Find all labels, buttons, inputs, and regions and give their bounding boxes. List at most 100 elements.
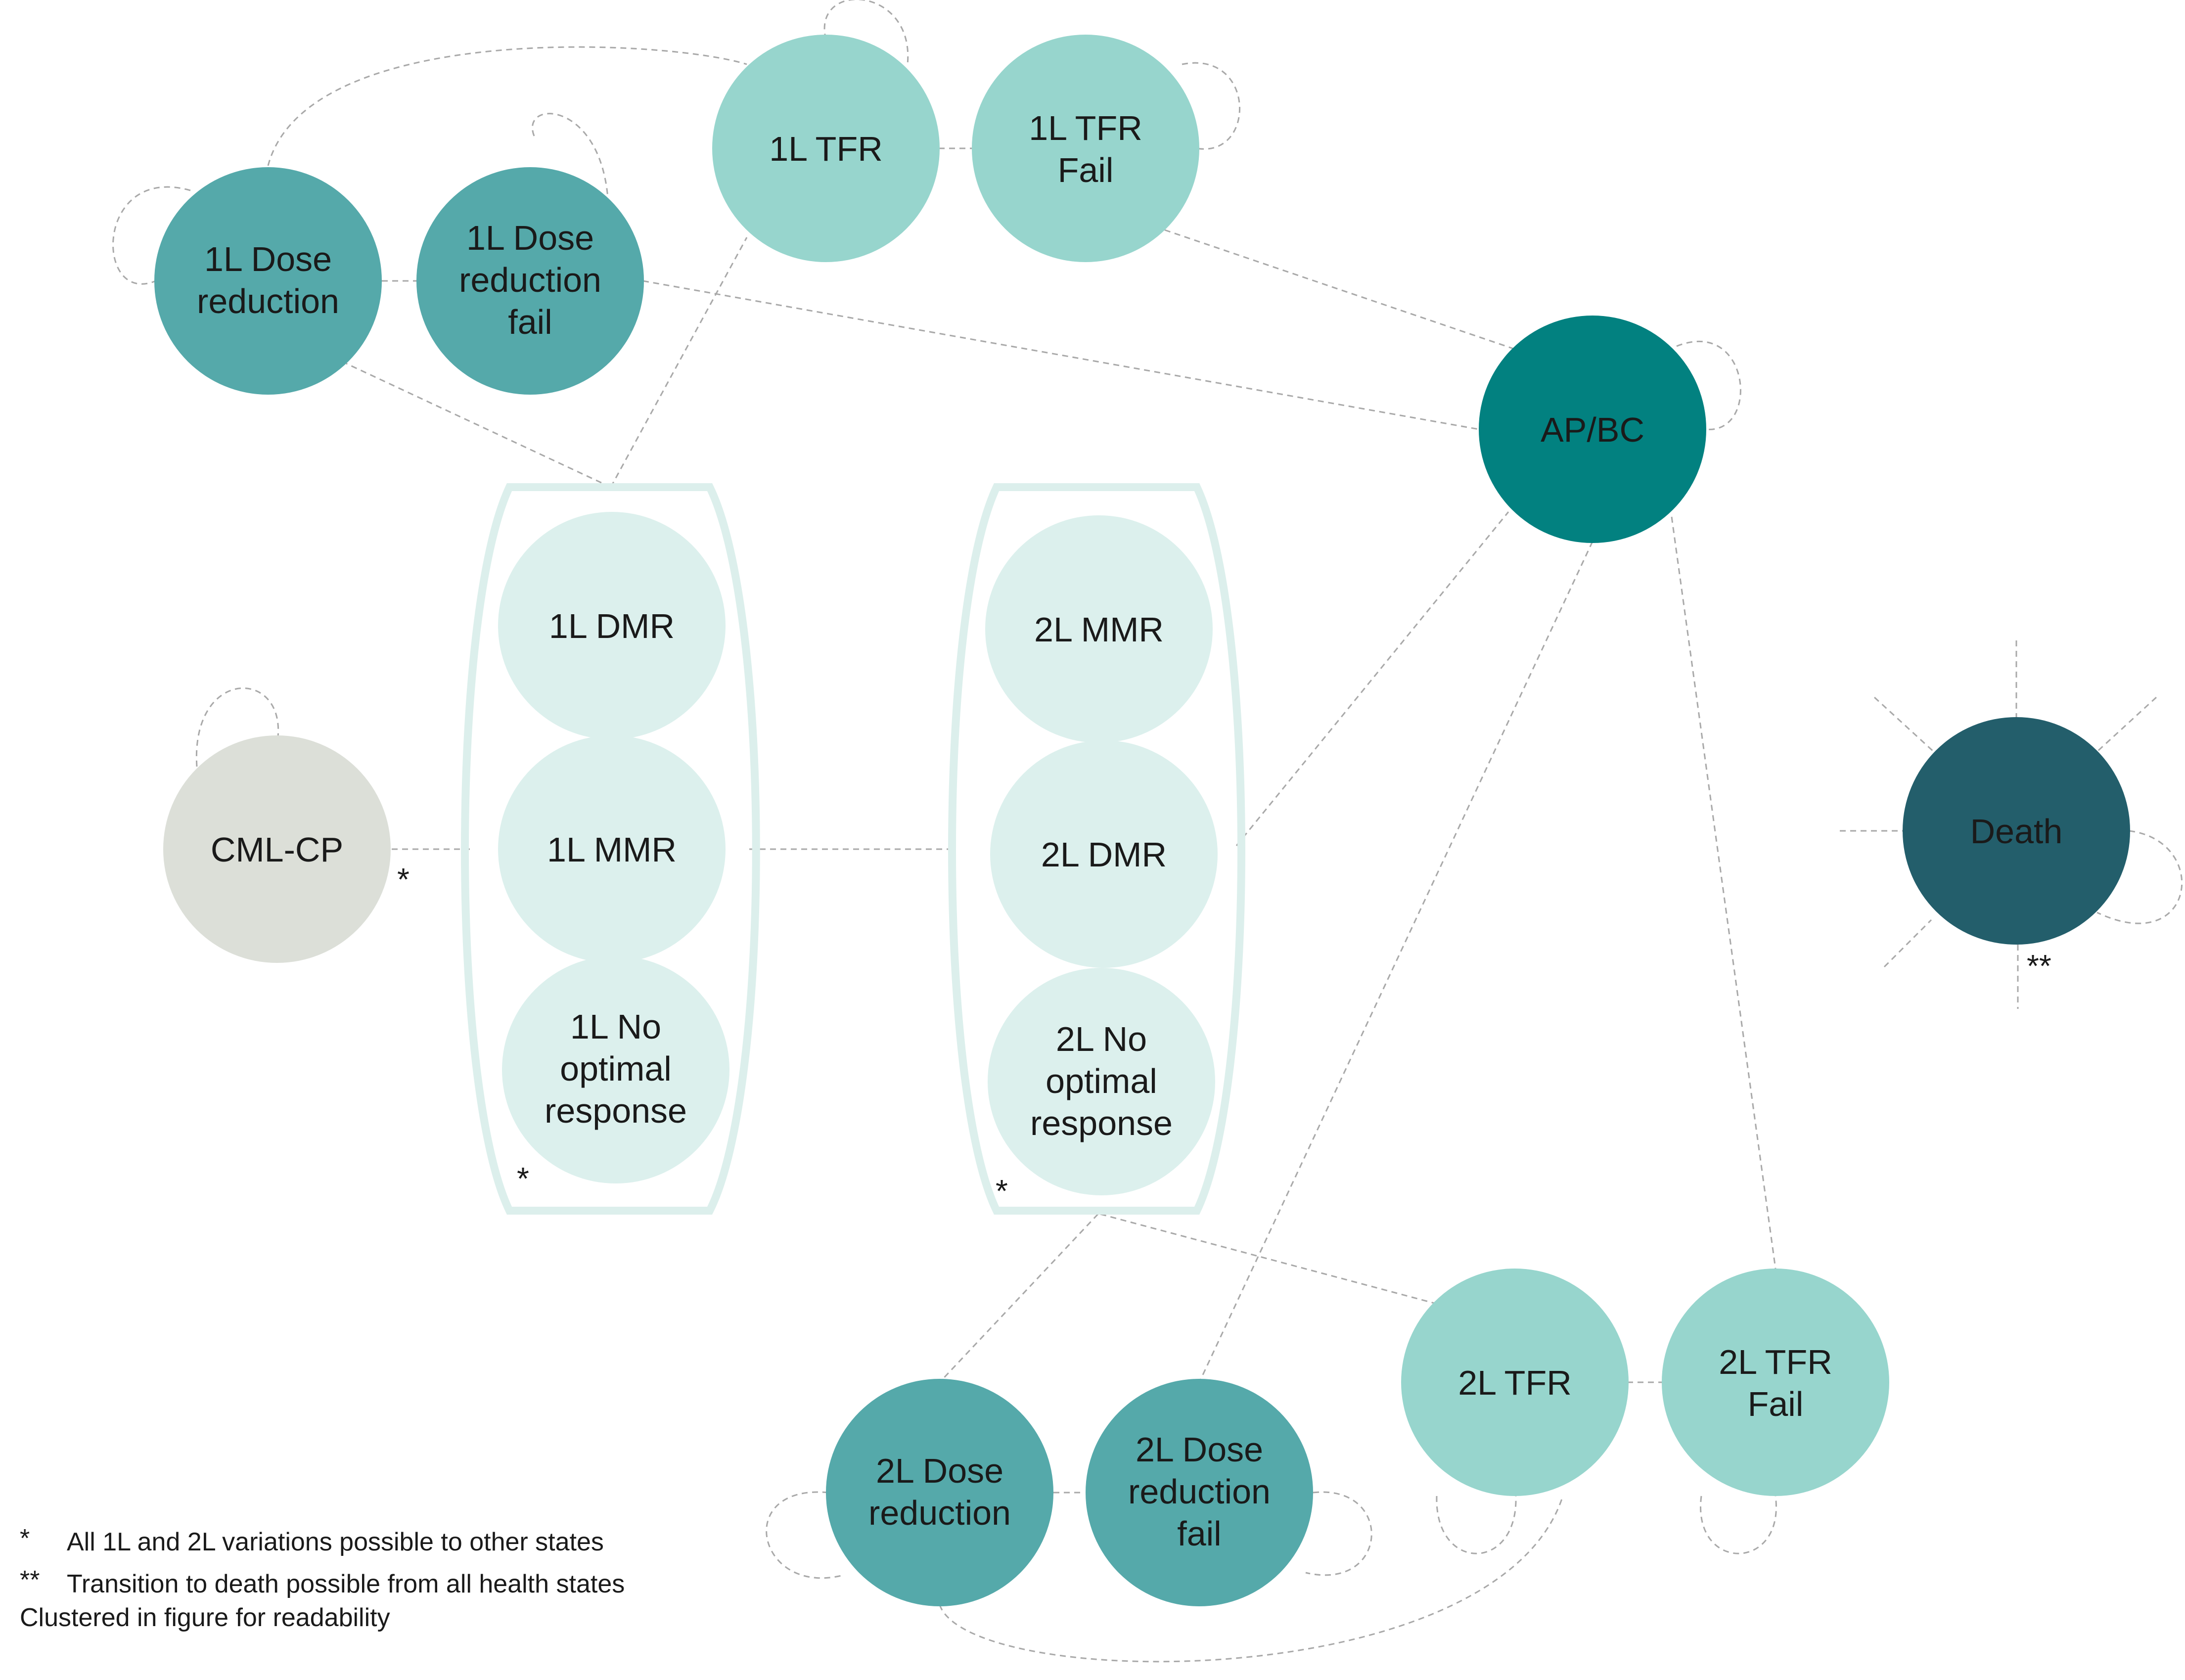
node-1l-tfr: 1L TFR [712,35,940,262]
clusters [461,483,1245,1215]
loop-2l-tfr [1436,1496,1517,1554]
edge-2l-cluster-to-2l-dose-reduction [939,1213,1099,1383]
node-label: reduction [868,1494,1011,1532]
node-label: 2L No [1056,1020,1147,1058]
node-label: Death [1970,812,2063,851]
node-label: reduction [197,282,339,320]
node-label: 1L MMR [547,830,677,869]
node-label: reduction [459,261,601,299]
footnotes: * All 1L and 2L variations possible to o… [20,1524,625,1632]
node-label: 1L Dose [466,219,594,257]
node-label: reduction [1128,1472,1271,1511]
node-1l-mmr: 1L MMR [498,735,726,963]
loop-2l-dose-reduction-fail [1305,1491,1372,1576]
edge-apbc-to-2l-tfr-fail [1671,516,1776,1269]
node-2l-dmr: 2L DMR [990,740,1218,968]
health-state-nodes: CML-CP 1L Dose reduction 1L Dose reducti… [154,35,2130,1606]
node-2l-no-optimal-response-circle [988,968,1215,1195]
node-label: 1L DMR [549,607,675,645]
node-2l-dose-reduction: 2L Dose reduction [826,1379,1053,1606]
node-label: 1L TFR [769,130,883,168]
node-1l-tfr-fail-circle [972,35,1199,262]
loop-1l-dose-reduction-fail [532,113,609,206]
loop-2l-dose-reduction [766,1491,844,1579]
node-2l-dmr-circle [990,740,1218,968]
node-2l-mmr: 2L MMR [985,515,1213,743]
node-1l-tfr-fail: 1L TFR Fail [972,35,1199,262]
node-1l-dose-reduction-circle [154,167,382,395]
node-label: 2L TFR [1719,1343,1832,1381]
node-2l-tfr-fail: 2L TFR Fail [1662,1269,1889,1496]
edge-1l-dose-reduction-to-1l-tfr [267,46,747,166]
edge-2l-dose-reduction-to-2l-tfr [939,1496,1564,1663]
edge-2l-cluster-to-apbc [1235,511,1509,846]
note-3-text: Clustered in figure for readability [20,1603,390,1632]
cluster-2l-responses [948,483,1245,1215]
node-label: response [545,1091,687,1130]
note-1-text: All 1L and 2L variations possible to oth… [67,1528,604,1556]
node-2l-tfr-fail-circle [1662,1269,1889,1496]
node-label: 2L MMR [1034,610,1164,649]
node-cml-cp: CML-CP [163,735,391,963]
death-ray-top-right [2096,696,2157,753]
2l-cluster-star-mark: * [996,1173,1008,1209]
node-label: 1L TFR [1029,109,1142,147]
loop-1l-tfr-fail [1182,62,1241,150]
node-label: 2L TFR [1458,1363,1572,1402]
edge-2l-cluster-to-2l-tfr [1100,1213,1435,1304]
node-1l-dmr-circle [498,512,726,739]
node-label: Fail [1058,151,1114,189]
node-1l-dose-reduction: 1L Dose reduction [154,167,382,395]
death-double-star-mark: ** [2027,948,2051,984]
node-2l-dose-reduction-fail-circle [1086,1379,1313,1606]
node-label: CML-CP [211,830,343,869]
node-1l-mmr-circle [498,735,726,963]
node-ap-bc-circle [1479,316,1706,543]
edge-apbc-to-2l-dose-reduction-fail [1198,541,1593,1383]
node-1l-dose-reduction-fail-circle [416,167,644,395]
node-2l-tfr: 2L TFR [1401,1269,1629,1496]
node-ap-bc: AP/BC [1479,316,1706,543]
edge-1l-cluster-to-1l-dose-reduction [346,363,611,488]
node-label: response [1030,1104,1173,1142]
node-death: Death [1903,717,2130,945]
edge-1l-cluster-to-1l-tfr [610,237,748,488]
note-2-text: Transition to death possible from all he… [67,1570,625,1598]
node-cml-cp-circle [163,735,391,963]
node-2l-dose-reduction-circle [826,1379,1053,1606]
node-label: optimal [560,1049,672,1088]
death-ray-bottom-left [1883,919,1932,968]
node-label: optimal [1046,1062,1157,1100]
node-1l-dose-reduction-fail: 1L Dose reduction fail [416,167,644,395]
node-2l-no-optimal-response: 2L No optimal response [988,968,1215,1195]
node-1l-no-optimal-response-circle [502,956,729,1183]
edge-1l-dose-reduction-fail-to-apbc [642,280,1479,430]
node-label: AP/BC [1541,410,1644,449]
note-2-symbol: ** [20,1566,40,1594]
node-label: 2L Dose [1136,1430,1263,1469]
death-ray-top-left [1873,696,1935,753]
node-label: fail [508,303,552,341]
node-2l-mmr-circle [985,515,1213,743]
edge-1l-tfr-fail-to-apbc [1164,229,1514,350]
node-1l-dmr: 1L DMR [498,512,726,739]
node-1l-tfr-circle [712,35,940,262]
footnote-marks: * * * ** [397,862,2051,1209]
cmlcp-star-mark: * [397,862,410,897]
node-2l-tfr-circle [1401,1269,1629,1496]
note-1-symbol: * [20,1524,30,1553]
node-2l-dose-reduction-fail: 2L Dose reduction fail [1086,1379,1313,1606]
node-label: fail [1177,1514,1221,1553]
node-label: Fail [1748,1385,1804,1423]
loop-1l-tfr [823,0,909,65]
loop-2l-tfr-fail [1700,1496,1777,1554]
1l-cluster-star-mark: * [517,1161,529,1196]
loop-1l-dose-reduction [112,186,191,285]
node-label: 1L No [570,1007,661,1046]
node-death-circle [1903,717,2130,945]
loop-cmlcp [195,687,279,767]
node-label: 2L DMR [1041,835,1167,874]
node-label: 1L Dose [204,240,332,278]
cluster-1l-responses [461,483,760,1215]
